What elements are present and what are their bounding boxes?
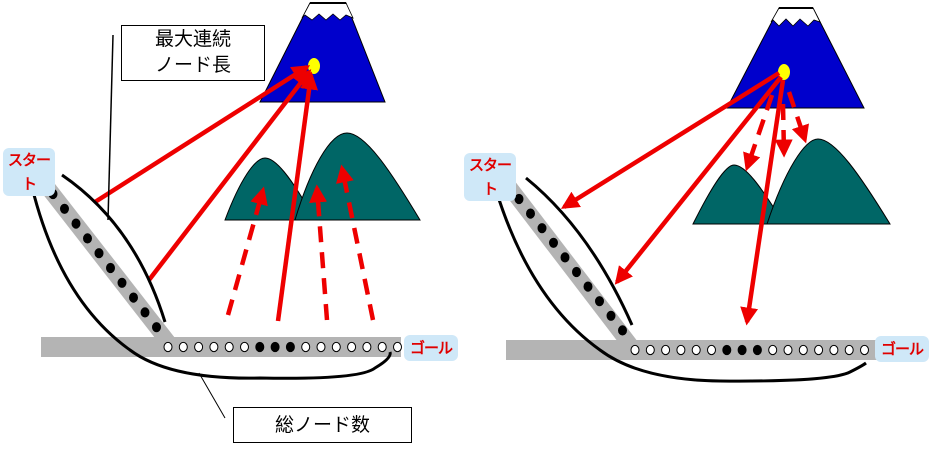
max-continuous-label-line2: ノード長 [154,54,231,76]
node-empty [393,341,402,353]
node-empty [347,341,357,353]
node-filled [514,193,524,205]
node-filled [106,262,115,274]
goal-label: ゴール [409,339,453,357]
node-empty [707,344,716,356]
node-empty [209,341,219,353]
node-empty [798,344,808,356]
node-empty [224,341,234,353]
arrow-solid-3 [740,79,786,326]
arrow-solid-1 [560,71,781,209]
node-empty [814,344,824,356]
start-tag-right: スタート [464,153,516,201]
node-empty [331,341,341,353]
node-empty [362,341,372,353]
bracket-max-length [61,173,167,323]
node-filled [560,252,570,263]
total-nodes-label-box: 総ノード数 [233,407,412,443]
node-empty [316,341,326,353]
arrow-solid-1 [93,65,311,204]
arrow-solid-2 [147,69,312,282]
horizontal-nodes [163,341,402,353]
node-filled [285,341,295,353]
node-filled [129,292,138,303]
max-continuous-label-line1: 最大連続 [154,28,231,50]
node-empty [645,344,655,356]
node-empty [829,344,839,356]
arrow-solid-2 [614,75,783,285]
node-empty [860,344,869,356]
arrow-solid-3 [275,71,319,322]
bracket-total-nodes [494,189,867,383]
node-empty [301,341,311,353]
diagonal-nodes [514,193,627,336]
node-empty [194,341,204,353]
node-filled [572,266,581,278]
max-continuous-label-box: 最大連続 ノード長 [121,25,265,81]
node-filled [595,296,604,307]
node-filled [526,208,535,219]
horizontal-nodes [630,344,869,356]
arrow-dashed-2 [774,103,793,158]
node-filled [549,237,558,248]
node-filled [606,310,616,321]
node-filled [737,344,747,356]
node-filled [140,307,150,318]
node-filled [255,341,265,353]
arrow-dashed-1 [743,94,775,172]
node-empty [163,341,173,353]
left-panel [28,2,421,419]
node-filled [722,344,732,356]
peak-dot-icon [778,64,790,80]
goal-tag-left: ゴール [404,335,458,361]
arrow-dashed-1 [225,186,268,316]
node-filled [752,344,762,356]
node-filled [117,277,127,288]
start-label: スタート [7,151,51,193]
node-filled [83,233,92,244]
node-empty [691,344,701,356]
node-empty [676,344,686,356]
node-empty [661,344,671,356]
node-filled [94,248,104,259]
node-empty [844,344,854,356]
total-nodes-label: 総ノード数 [274,414,370,436]
node-filled [71,218,81,229]
node-filled [270,341,280,353]
peak-dot-icon [308,58,320,74]
node-empty [377,341,387,353]
start-label: スタート [468,156,512,198]
node-filled [60,203,69,214]
arrow-dashed-2 [309,184,330,321]
bracket-max-length [525,176,634,326]
node-filled [583,281,593,292]
node-empty [178,341,188,353]
leader-line-total [198,372,226,419]
bracket-total-nodes [30,186,392,380]
node-filled [618,325,627,336]
hills-icon [692,138,891,225]
start-tag-left: スタート [3,148,55,196]
node-empty [630,344,640,356]
arrow-dashed-3 [786,91,809,144]
node-empty [240,341,249,353]
node-empty [768,344,778,356]
node-filled [152,322,161,333]
goal-label: ゴール [880,340,924,358]
node-filled [537,223,547,234]
leader-line-max [107,34,114,221]
node-empty [783,344,793,356]
right-panel [494,7,891,383]
goal-tag-right: ゴール [875,336,929,362]
